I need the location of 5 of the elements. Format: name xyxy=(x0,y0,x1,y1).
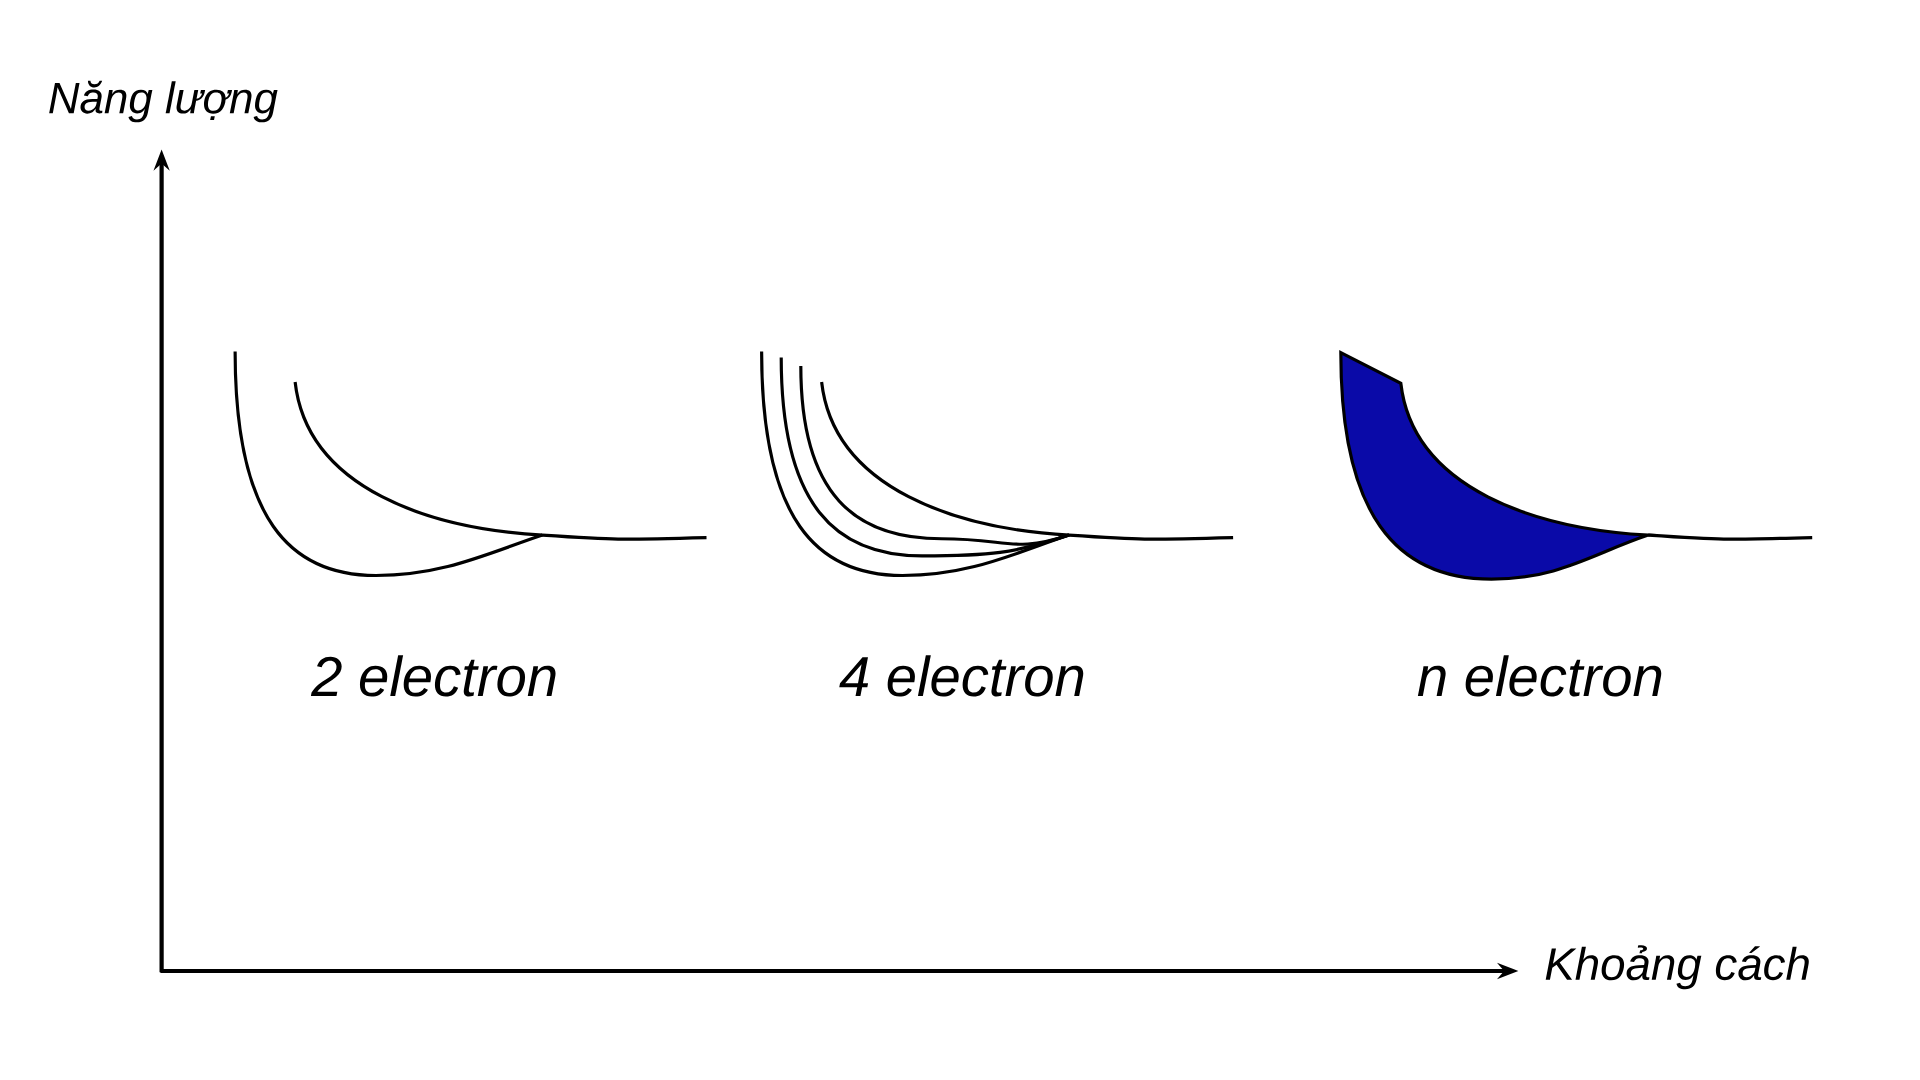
curve-label: n electron xyxy=(1417,655,1662,697)
axis-label: Năng lượng xyxy=(49,80,278,123)
axis-label: Khoảng cách xyxy=(1545,945,1809,990)
curve-label: 2 electron xyxy=(310,655,556,697)
curve-label: 4 electron xyxy=(839,655,1084,697)
